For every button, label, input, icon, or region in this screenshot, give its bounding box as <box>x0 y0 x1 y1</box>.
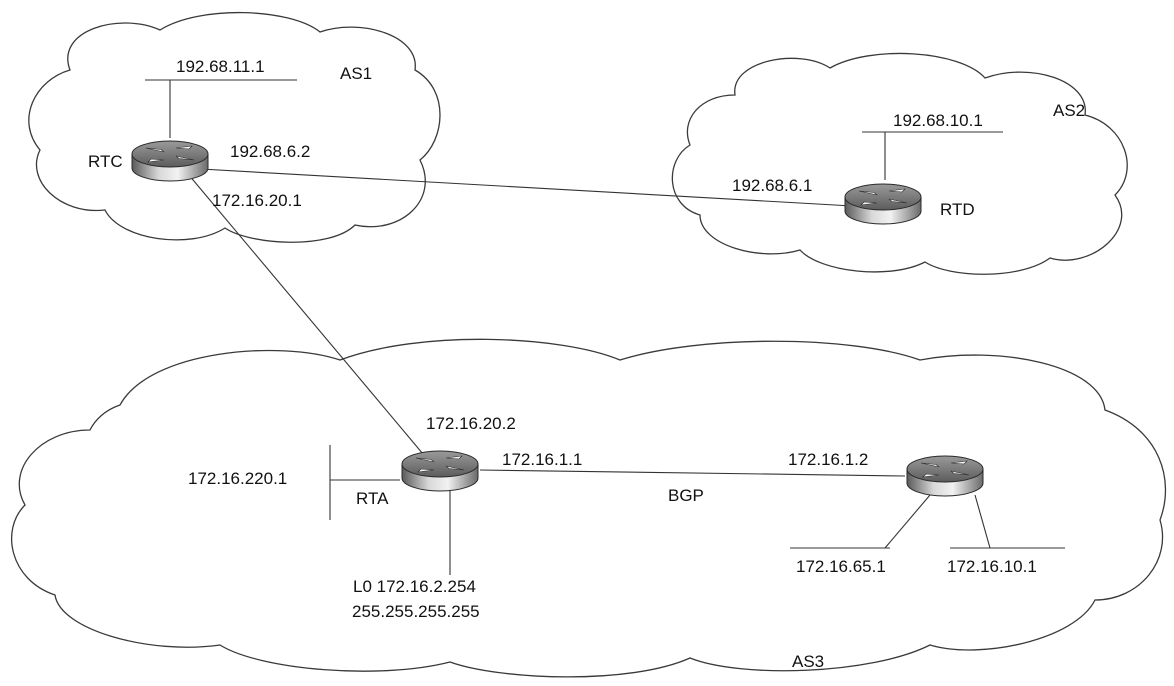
rtc-to-rtd-address: 192.68.6.2 <box>230 142 311 161</box>
rta-lan-address: 172.16.220.1 <box>188 469 288 488</box>
as2-label: AS2 <box>1053 101 1086 120</box>
rtb-lan1-drop <box>884 494 931 549</box>
links <box>145 79 1065 575</box>
rta-router-label: RTA <box>356 489 389 508</box>
rtc-to-rta-address: 172.16.20.1 <box>212 191 302 210</box>
rtb-lan1-address: 172.16.65.1 <box>796 557 886 576</box>
as2-cloud <box>671 52 1128 275</box>
rtc-router-icon[interactable] <box>131 140 209 182</box>
as3-label: AS3 <box>792 652 825 671</box>
bgp-link-label: BGP <box>668 486 704 505</box>
rta-loopback-mask: 255.255.255.255 <box>352 602 480 621</box>
rtc-lan-address: 192.68.11.1 <box>176 57 265 76</box>
as1-label: AS1 <box>340 64 373 83</box>
rtb-lan2-address: 172.16.10.1 <box>947 557 1037 576</box>
rtd-lan-address: 192.68.10.1 <box>893 111 983 130</box>
rtd-router-icon[interactable] <box>844 183 922 225</box>
rta-router-icon[interactable] <box>401 450 479 492</box>
rtb-lan2-drop <box>974 494 991 549</box>
rtc-router-label: RTC <box>88 152 123 171</box>
rtb-router-icon[interactable] <box>906 455 984 497</box>
rta-loopback-address: L0 172.16.2.254 <box>353 577 476 596</box>
rta-to-rtc-address: 172.16.20.2 <box>426 414 516 433</box>
rta-rtb-bgp-link <box>479 469 906 477</box>
rtc-rta-link <box>182 167 424 455</box>
rtc-rtd-link <box>182 167 871 208</box>
rtb-to-rta-address: 172.16.1.2 <box>788 450 869 469</box>
as1-cloud <box>28 11 441 243</box>
rtd-router-label: RTD <box>940 200 975 219</box>
as3-cloud <box>11 338 1167 678</box>
rtd-to-rtc-address: 192.68.6.1 <box>732 176 813 195</box>
rta-to-rtb-address: 172.16.1.1 <box>502 450 583 469</box>
